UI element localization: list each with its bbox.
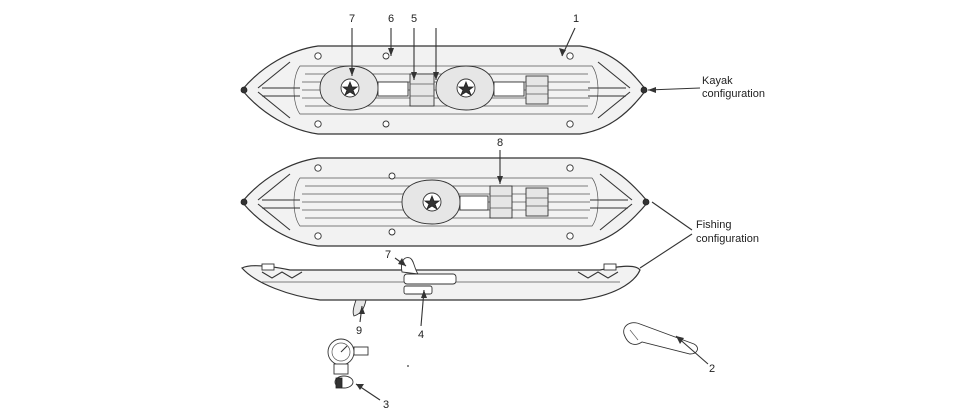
callout-5: 5 bbox=[411, 13, 417, 25]
valve-wrench bbox=[623, 322, 698, 355]
side-stern-bungee bbox=[577, 271, 619, 279]
fishing-seat-center bbox=[401, 179, 489, 225]
callout-8: 8 bbox=[497, 137, 503, 149]
kayak-d-rings bbox=[314, 52, 574, 128]
fishing-configuration-view bbox=[240, 157, 650, 247]
kayak-seat-rear bbox=[435, 65, 525, 111]
callout-arrowheads bbox=[349, 48, 684, 390]
side-seat-base bbox=[403, 285, 433, 295]
side-bow-bungee bbox=[261, 271, 303, 279]
side-seat-cushion bbox=[403, 273, 457, 285]
kayak-stern-valve bbox=[640, 86, 648, 94]
callout-2: 2 bbox=[709, 363, 715, 375]
kayak-config-label-line1: Kayak bbox=[702, 75, 733, 87]
kayak-stern-bungee bbox=[588, 61, 631, 119]
fishing-foot-brace bbox=[489, 185, 549, 219]
kayak-configuration-view bbox=[240, 45, 648, 135]
callout-7-top: 7 bbox=[349, 13, 355, 25]
fishing-stern-bungee bbox=[590, 173, 633, 231]
fishing-bow-bungee bbox=[257, 173, 300, 231]
kayak-side-view bbox=[241, 257, 641, 317]
pressure-gauge bbox=[327, 338, 369, 389]
fishing-bow-valve bbox=[240, 198, 248, 206]
kayak-config-label-line2: configuration bbox=[702, 88, 765, 100]
side-stern-handle bbox=[603, 263, 617, 271]
fishing-config-label-line2: configuration bbox=[696, 233, 759, 245]
fishing-d-rings bbox=[314, 164, 574, 240]
fishing-floor bbox=[293, 177, 599, 227]
kayak-seat-front bbox=[319, 65, 409, 111]
stray-dot bbox=[407, 365, 409, 367]
callout-3: 3 bbox=[383, 399, 389, 411]
callout-9: 9 bbox=[356, 325, 362, 337]
kayak-floor bbox=[293, 65, 599, 115]
fishing-config-label-line1: Fishing bbox=[696, 219, 731, 231]
callout-1: 1 bbox=[573, 13, 579, 25]
kayak-bow-bungee bbox=[257, 61, 300, 119]
seat-star-icon bbox=[457, 80, 475, 96]
skeg-fin bbox=[352, 299, 367, 317]
callout-6: 6 bbox=[388, 13, 394, 25]
side-seat-back bbox=[401, 257, 419, 275]
seat-star-icon bbox=[341, 80, 359, 96]
seat-star-icon bbox=[423, 194, 441, 210]
callout-4: 4 bbox=[418, 329, 424, 341]
side-bow-handle bbox=[261, 263, 275, 271]
callout-7-side: 7 bbox=[385, 249, 391, 261]
fishing-stern-valve bbox=[642, 198, 650, 206]
kayak-bow-valve bbox=[240, 86, 248, 94]
